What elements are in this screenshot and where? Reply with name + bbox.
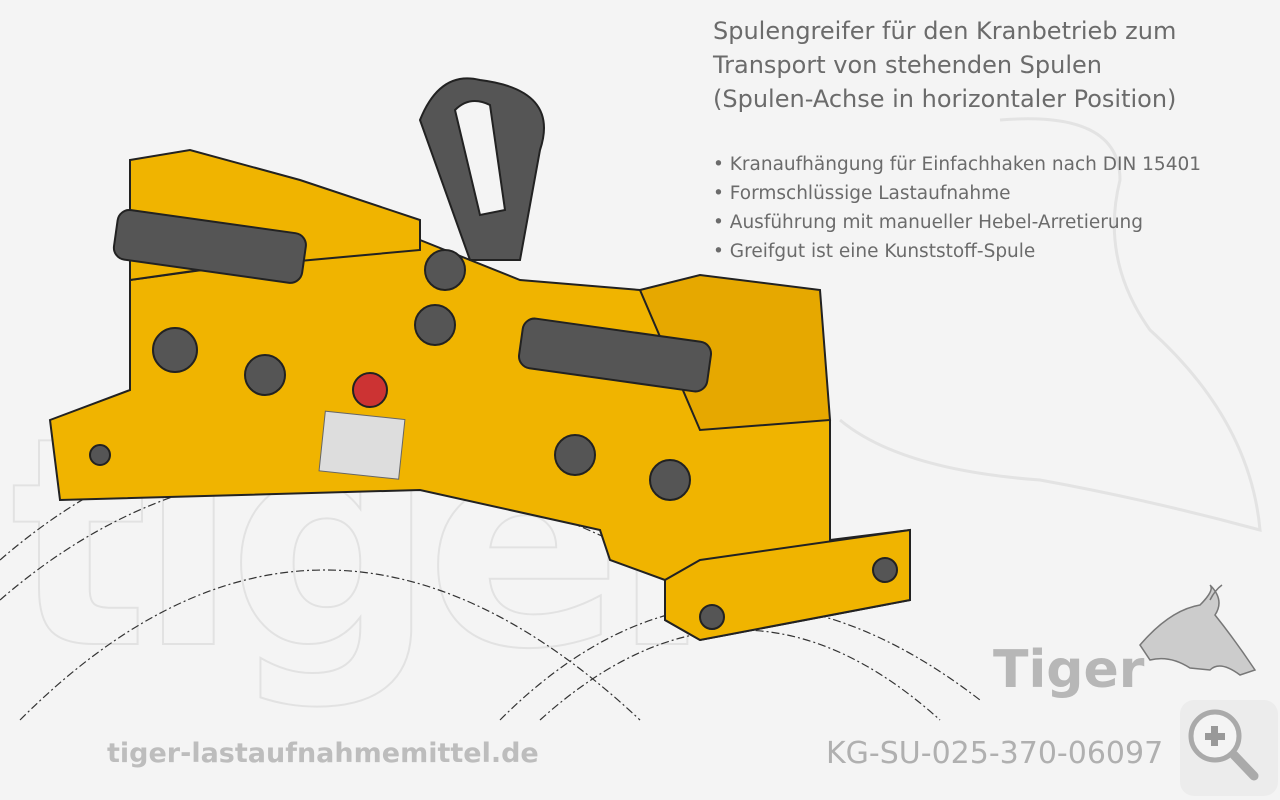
feature-item: Formschlüssige Lastaufnahme bbox=[713, 179, 1201, 208]
nameplate bbox=[318, 410, 406, 480]
title-line: Spulengreifer für den Kranbetrieb zum bbox=[713, 17, 1177, 45]
bolts bbox=[89, 249, 898, 630]
feature-item: Kranaufhängung für Einfachhaken nach DIN… bbox=[713, 150, 1201, 179]
feature-list: Kranaufhängung für Einfachhaken nach DIN… bbox=[713, 150, 1201, 266]
title-line: Transport von stehenden Spulen bbox=[713, 51, 1103, 79]
feature-item: Greifgut ist eine Kunststoff-Spule bbox=[713, 237, 1201, 266]
title-line: (Spulen-Achse in horizontaler Position) bbox=[713, 85, 1177, 113]
website-text: tiger-lastaufnahmemittel.de bbox=[107, 738, 539, 769]
tiger-logo-icon bbox=[1139, 584, 1257, 676]
product-title: Spulengreifer für den Kranbetrieb zum Tr… bbox=[713, 14, 1273, 116]
zoom-button[interactable] bbox=[1180, 700, 1278, 796]
handles bbox=[112, 77, 713, 393]
feature-item: Ausführung mit manueller Hebel-Arretieru… bbox=[713, 208, 1201, 237]
product-code: KG-SU-025-370-06097 bbox=[826, 736, 1164, 771]
zoom-in-icon bbox=[1188, 709, 1259, 781]
tiger-logo: Tiger bbox=[993, 640, 1145, 700]
